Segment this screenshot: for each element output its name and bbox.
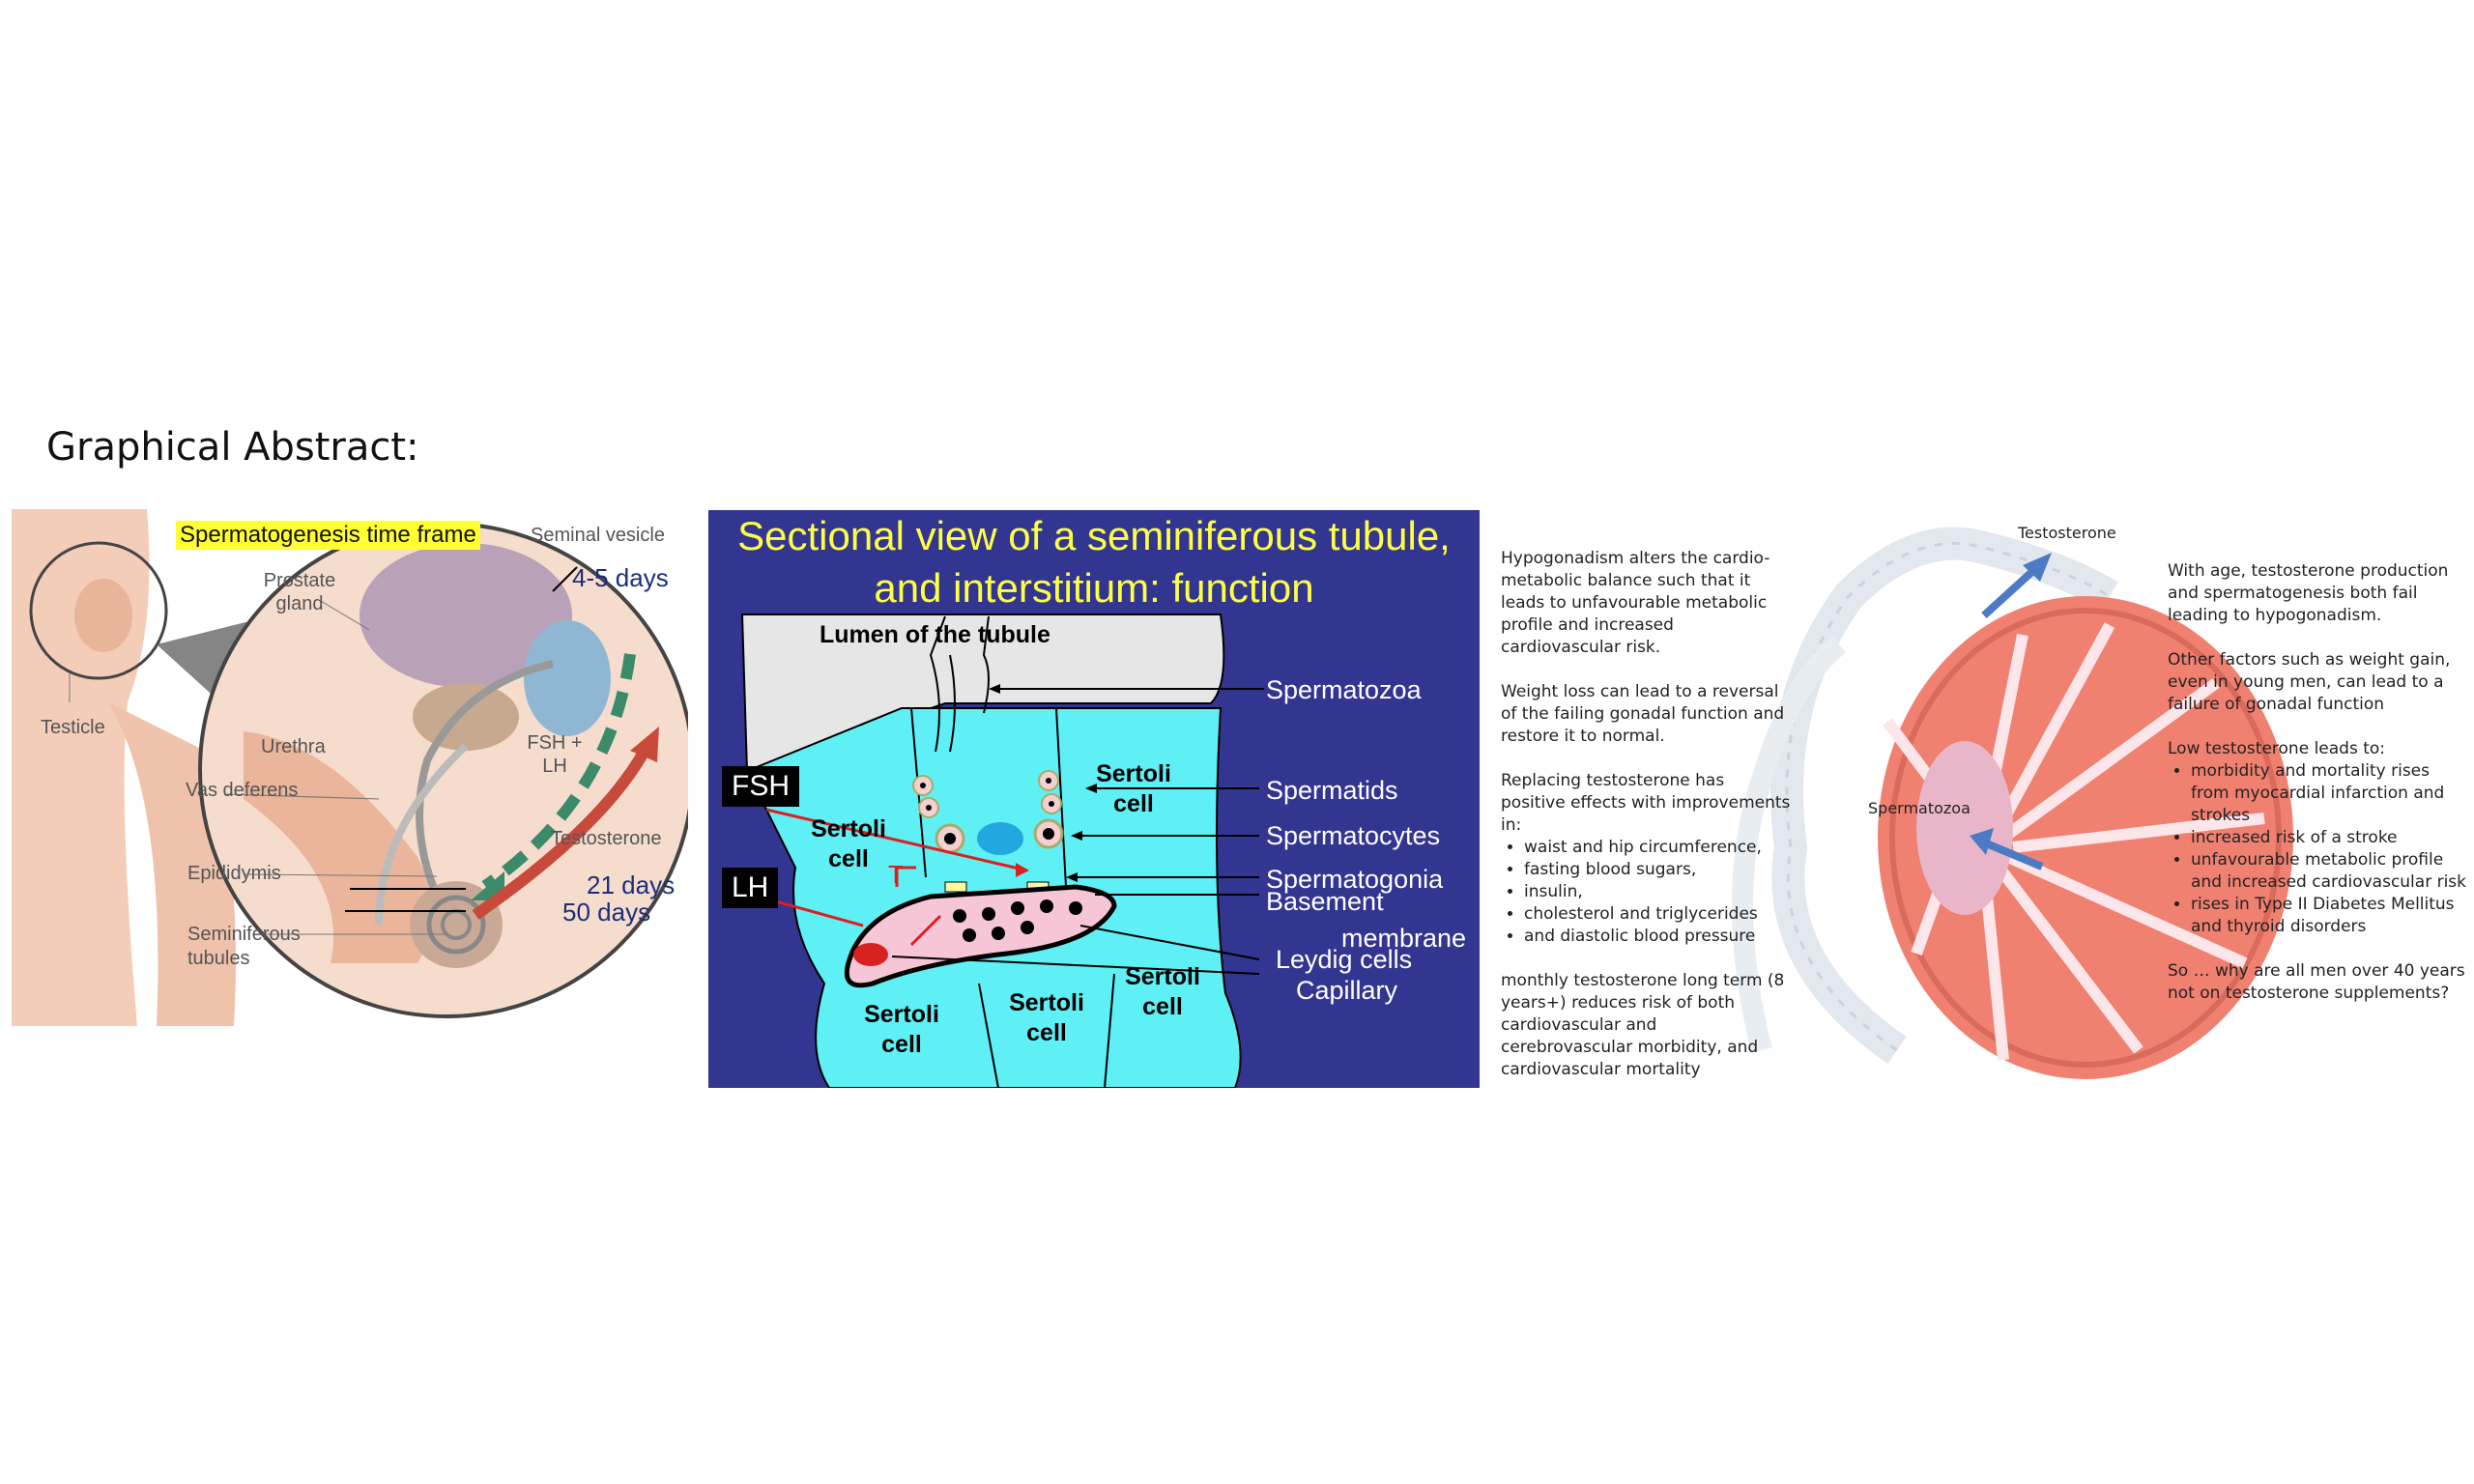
question-paragraph: So … why are all men over 40 years not o…	[2168, 961, 2465, 1003]
spermatocytes-label: Spermatocytes	[1266, 821, 1441, 850]
prostate-label: Prostate gland	[263, 570, 336, 614]
sertoli-cell-label: Sertoli cell	[811, 815, 886, 872]
sectional-view-title: Sectional view of a seminiferous tubule,…	[737, 513, 1451, 611]
testosterone-label: Testosterone	[2018, 524, 2116, 542]
capillary-label: Capillary	[1296, 976, 1398, 1005]
weight-loss-paragraph: Weight loss can lead to a reversal of th…	[1501, 682, 1785, 746]
right-text-block: With age, testosterone production and sp…	[2168, 560, 2472, 1027]
list-item: waist and hip circumference,	[1524, 837, 1791, 859]
urethra-label: Urethra	[261, 736, 326, 757]
sertoli-cell-label: Sertoli cell	[1125, 963, 1200, 1020]
seminiferous-tubules-label: Seminiferous tubules	[187, 924, 301, 969]
testis-summary-panel: Testosterone Spermatozoa Hypogonadism al…	[1482, 509, 2474, 1089]
lh-tag: LH	[722, 868, 779, 908]
fsh-tag: FSH	[722, 766, 799, 807]
tubule-section-illustration	[740, 614, 1264, 1088]
long-term-paragraph: monthly testosterone long term (8 years+…	[1501, 971, 1785, 1079]
list-item: insulin,	[1524, 881, 1791, 903]
spermatogenesis-time-frame-highlight: Spermatogenesis time frame	[176, 521, 480, 550]
list-item: and diastolic blood pressure	[1524, 926, 1791, 948]
sertoli-cell-label: Sertoli cell	[1009, 989, 1084, 1046]
anatomy-panel: Spermatogenesis time frame Seminal vesic…	[12, 509, 688, 1026]
sectional-view-panel: Sectional view of a seminiferous tubule,…	[708, 510, 1480, 1088]
improvements-list: waist and hip circumference, fasting blo…	[1501, 837, 1791, 948]
risks-list: morbidity and mortality rises from myoca…	[2168, 760, 2472, 938]
list-item: increased risk of a stroke	[2191, 827, 2472, 849]
vas-deferens-label: Vas deferens	[186, 780, 299, 801]
sertoli-cell-label: Sertoli cell	[864, 1001, 939, 1058]
basement-label: Basement	[1266, 887, 1384, 916]
graphical-abstract-heading: Graphical Abstract:	[46, 425, 419, 470]
seminal-vesicle-label: Seminal vesicle	[531, 525, 665, 546]
testicle-label: Testicle	[41, 717, 105, 738]
sertoli-cell-label: Sertoli cell	[1096, 760, 1171, 817]
epididymis-label: Epididymis	[187, 863, 281, 884]
membrane-label: membrane	[1341, 924, 1467, 953]
testosterone-label: Testosterone	[551, 828, 662, 849]
list-item: fasting blood sugars,	[1524, 859, 1791, 881]
list-item: unfavourable metabolic profile and incre…	[2191, 849, 2472, 894]
testis-illustration	[1732, 527, 2293, 1079]
duration-21-days: 21 days	[587, 870, 676, 899]
fsh-lh-label: FSH + LH	[527, 732, 583, 777]
low-testosterone-paragraph: Low testosterone leads to:	[2168, 739, 2386, 758]
left-text-block: Hypogonadism alters the cardio-metabolic…	[1501, 548, 1791, 1103]
hypogonadism-paragraph: Hypogonadism alters the cardio-metabolic…	[1501, 549, 1770, 657]
age-paragraph: With age, testosterone production and sp…	[2168, 561, 2449, 625]
other-factors-paragraph: Other factors such as weight gain, even …	[2168, 650, 2451, 714]
list-item: rises in Type II Diabetes Mellitus and t…	[2191, 894, 2472, 938]
lumen-label: Lumen of the tubule	[820, 621, 1050, 648]
spermatogonia-label: Spermatogonia	[1266, 865, 1444, 894]
spermatozoa-label: Spermatozoa	[1266, 675, 1422, 704]
spermatids-label: Spermatids	[1266, 776, 1398, 805]
list-item: cholesterol and triglycerides	[1524, 903, 1791, 926]
spermatozoa-label: Spermatozoa	[1868, 799, 1971, 817]
testosterone-t-label: T	[888, 860, 904, 889]
duration-4-5-days: 4-5 days	[572, 563, 669, 592]
duration-50-days: 50 days	[562, 898, 651, 927]
replacing-testosterone-paragraph: Replacing testosterone has positive effe…	[1501, 771, 1791, 835]
leydig-cells-label: Leydig cells	[1276, 945, 1413, 974]
list-item: morbidity and mortality rises from myoca…	[2191, 760, 2472, 827]
